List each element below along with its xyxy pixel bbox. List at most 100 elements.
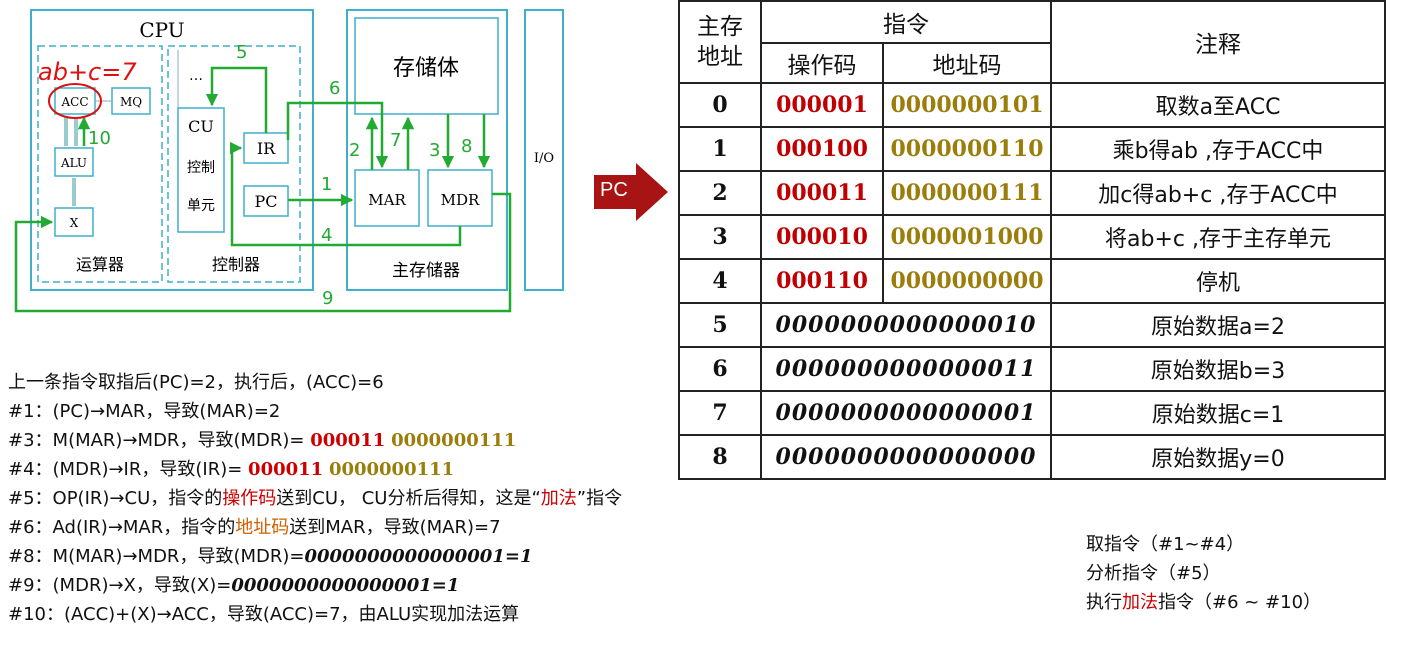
- row-address-code: 0000001000: [882, 214, 1052, 260]
- step-1: 1: [321, 174, 332, 195]
- mq-label: MQ: [120, 95, 142, 109]
- explain-line-4: #4：(MDR)→IR，导致(IR)= 000011 0000000111: [8, 455, 868, 484]
- alu-label: ALU: [60, 156, 87, 170]
- ir-label: IR: [257, 139, 276, 158]
- header-opcode: 操作码: [760, 42, 884, 84]
- arrow-6: [286, 101, 389, 169]
- row-opcode: 000100: [760, 126, 884, 172]
- explain-6-a: #6：Ad(IR)→MAR，指令的: [8, 517, 236, 538]
- row-opcode: 000110: [760, 258, 884, 304]
- explain-3-text: #3：M(MAR)→MDR，导致(MDR)=: [8, 430, 311, 451]
- step-9: 9: [322, 288, 333, 309]
- explain-5-c: 送到CU， CU分析后得知，这是“: [276, 488, 541, 509]
- explain-line-6: #6：Ad(IR)→MAR，指令的地址码送到MAR，导致(MAR)=7: [8, 513, 868, 542]
- step-6: 6: [329, 78, 340, 99]
- row-address: 5: [678, 302, 762, 348]
- explain-6-c: 送到MAR，导致(MAR)=7: [289, 517, 501, 538]
- control-group-label: 控制器: [212, 255, 260, 274]
- row-address: 3: [678, 214, 762, 260]
- header-instruction: 指令: [760, 0, 1052, 44]
- control-group-box: [167, 45, 301, 283]
- explain-4-text: #4：(MDR)→IR，导致(IR)=: [8, 459, 249, 480]
- step-7: 7: [390, 130, 401, 151]
- phase-exec-c: 指令（#6 ~ #10）: [1158, 592, 1322, 613]
- step-5: 5: [236, 42, 247, 63]
- phase-execute: 执行加法指令（#6 ~ #10）: [1086, 588, 1406, 617]
- cu-sub2: 单元: [187, 198, 215, 214]
- table-row: 6 0000000000000011 原始数据b=3: [678, 346, 1386, 392]
- pc-pointer-arrow: PC: [592, 163, 672, 221]
- cpu-box: [30, 9, 314, 291]
- instruction-phases: 取指令（#1~#4） 分析指令（#5） 执行加法指令（#6 ~ #10）: [1086, 530, 1406, 617]
- explain-5-add-word: 加法: [540, 488, 577, 509]
- step-8: 8: [461, 136, 472, 157]
- explain-line-5: #5：OP(IR)→CU，指令的操作码送到CU， CU分析后得知，这是“加法”指…: [8, 484, 868, 513]
- arrow-9: [14, 192, 512, 313]
- explain-8-a: #8：M(MAR)→MDR，导致(MDR)=: [8, 546, 305, 567]
- pc-label: PC: [254, 192, 277, 211]
- acc-circle-annotation: [48, 83, 102, 119]
- row-address-code: 0000000111: [882, 170, 1052, 216]
- row-data: 0000000000000001: [760, 390, 1052, 436]
- row-address: 4: [678, 258, 762, 304]
- header-address-code: 地址码: [882, 42, 1052, 84]
- cu-dots: …: [189, 68, 203, 84]
- table-row: 2 000011 0000000111 加c得ab+c ,存于ACC中: [678, 170, 1386, 216]
- arrow-5: [205, 66, 268, 133]
- row-address-code: 0000000101: [882, 82, 1052, 128]
- cpu-label: CPU: [139, 18, 184, 42]
- explain-5-a: #5：OP(IR)→CU，指令的: [8, 488, 223, 509]
- explain-line-3: #3：M(MAR)→MDR，导致(MDR)= 000011 0000000111: [8, 426, 868, 455]
- row-opcode: 000010: [760, 214, 884, 260]
- explain-line-8: #8：M(MAR)→MDR，导致(MDR)=0000000000000001=1: [8, 542, 868, 571]
- row-comment: 原始数据y=0: [1050, 434, 1386, 480]
- table-row: 5 0000000000000010 原始数据a=2: [678, 302, 1386, 348]
- row-address: 7: [678, 390, 762, 436]
- table-row: 0 000001 0000000101 取数a至ACC: [678, 82, 1386, 128]
- explain-9-a: #9：(MDR)→X，导致(X)=: [8, 575, 232, 596]
- phase-exec-add: 加法: [1122, 592, 1158, 613]
- mq-register: [111, 87, 151, 115]
- header-comment: 注释: [1050, 0, 1386, 84]
- x-register: [54, 207, 94, 237]
- handwritten-note: ab+c=7: [38, 58, 137, 86]
- step-10: 10: [88, 128, 111, 149]
- mar-label: MAR: [368, 191, 406, 209]
- row-data: 0000000000000010: [760, 302, 1052, 348]
- io-label: I/O: [534, 151, 554, 166]
- row-address: 6: [678, 346, 762, 392]
- explain-3-opcode: 000011: [310, 430, 386, 451]
- cu-label: CU: [188, 117, 214, 136]
- row-comment: 原始数据b=3: [1050, 346, 1386, 392]
- alu-unit: [54, 147, 94, 177]
- mdr-register: [427, 169, 493, 227]
- step-4: 4: [321, 225, 332, 246]
- explain-line-intro: 上一条指令取指后(PC)=2，执行后，(ACC)=6: [8, 372, 384, 393]
- row-data: 0000000000000000: [760, 434, 1052, 480]
- program-memory-table: 主存地址 指令 注释 操作码 地址码 0 000001 0000000101 取…: [678, 0, 1386, 480]
- explain-5-opcode-word: 操作码: [222, 488, 277, 509]
- explain-line-10: #10：(ACC)+(X)→ACC，导致(ACC)=7，由ALU实现加法运算: [8, 604, 520, 625]
- row-comment: 停机: [1050, 258, 1386, 304]
- row-data: 0000000000000011: [760, 346, 1052, 392]
- cu-unit: [177, 107, 225, 233]
- mdr-label: MDR: [441, 191, 480, 209]
- cu-sub1: 控制: [187, 160, 215, 176]
- row-opcode: 000001: [760, 82, 884, 128]
- explain-4-address: 0000000111: [328, 459, 455, 480]
- computer-architecture-diagram: CPU 运算器 控制器 ACC MQ ALU X CU 控制 单元 … IR P…: [14, 9, 564, 313]
- main-memory-label: 主存储器: [392, 261, 460, 281]
- row-address: 0: [678, 82, 762, 128]
- table-row: 4 000110 0000000000 停机: [678, 258, 1386, 304]
- table-row: 7 0000000000000001 原始数据c=1: [678, 390, 1386, 436]
- phase-exec-a: 执行: [1086, 592, 1122, 613]
- explain-8-value: 0000000000000001=1: [304, 546, 533, 567]
- execution-explanation: 上一条指令取指后(PC)=2，执行后，(ACC)=6 #1：(PC)→MAR，导…: [8, 368, 868, 629]
- explain-line-9: #9：(MDR)→X，导致(X)=0000000000000001=1: [8, 571, 868, 600]
- row-address: 8: [678, 434, 762, 480]
- explain-9-value: 0000000000000001=1: [231, 575, 460, 596]
- mar-register: [354, 169, 420, 227]
- pc-pointer-label: PC: [600, 179, 628, 201]
- phase-decode: 分析指令（#5）: [1086, 563, 1221, 584]
- row-opcode: 000011: [760, 170, 884, 216]
